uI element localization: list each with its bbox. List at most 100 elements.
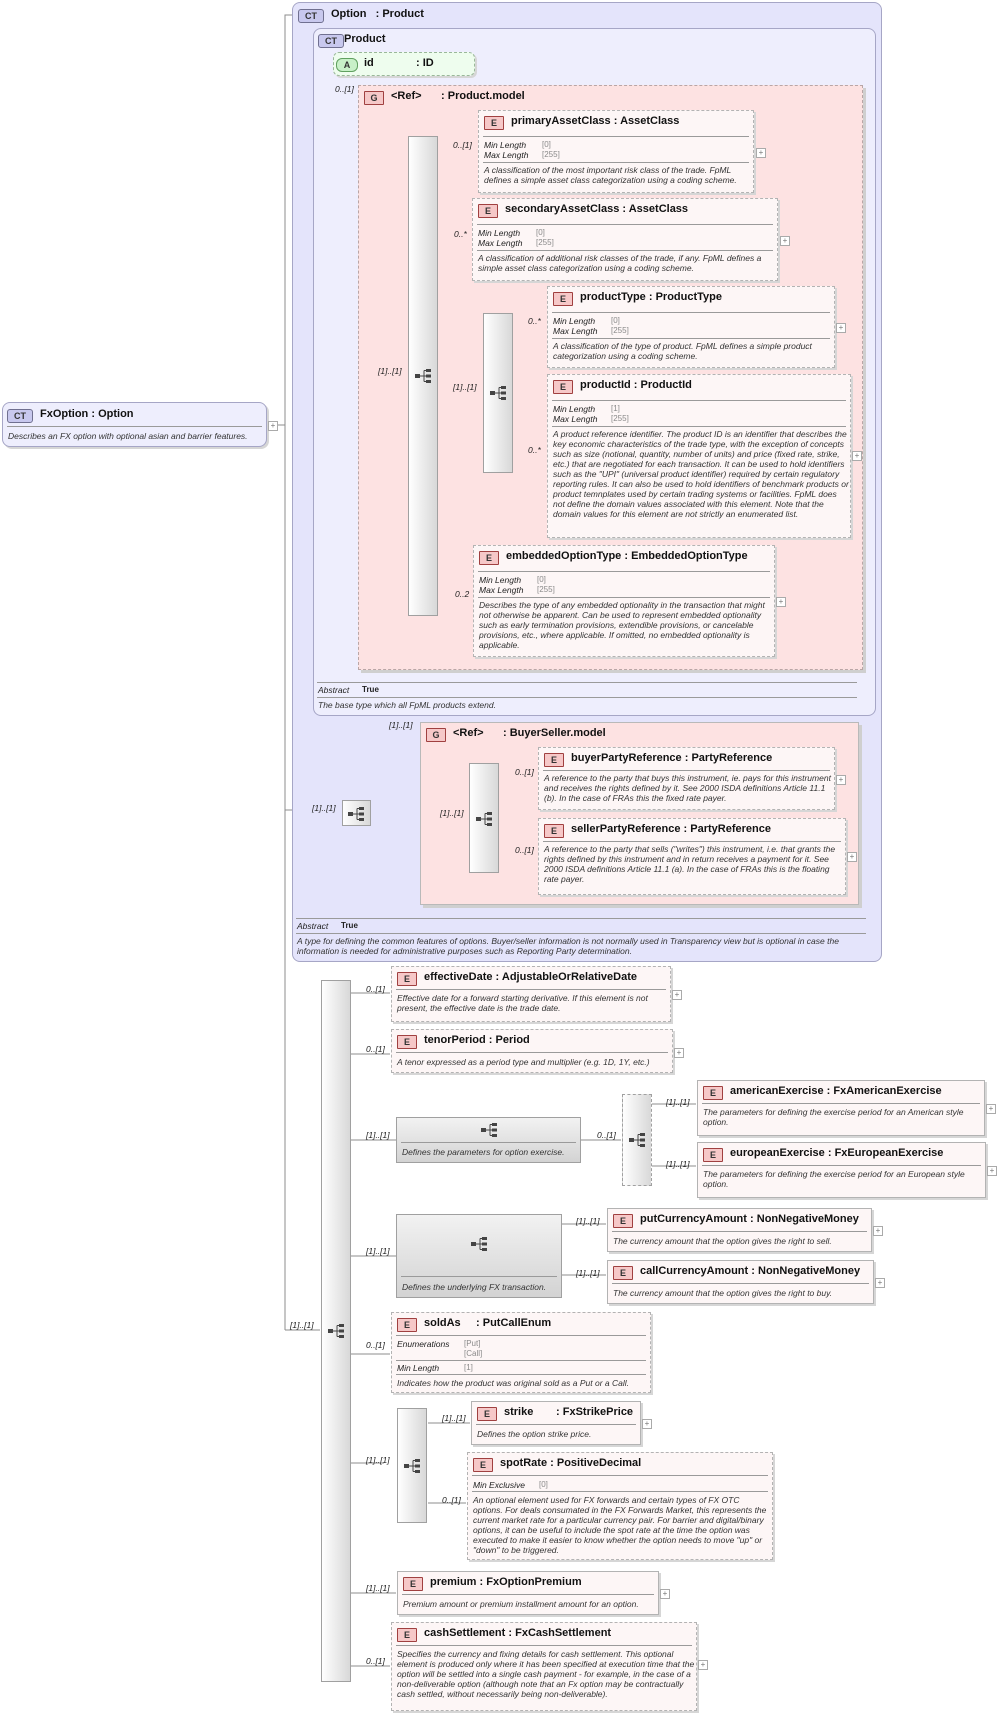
complex-type-badge-icon: CT [7,409,33,423]
max-length-value: [255] [537,585,555,594]
buyerseller-ref: <Ref> [453,727,484,739]
seller-party-cardinality: 0..[1] [515,845,534,855]
element-badge-icon: E [613,1214,633,1228]
product-model-seq-cardinality: [1]..[1] [378,366,402,376]
element-seller-party-reference[interactable]: E sellerPartyReference : PartyReference … [538,818,846,895]
element-strike[interactable]: E strike : FxStrikePrice Defines the opt… [471,1401,641,1445]
element-badge-icon: E [397,1318,417,1332]
expand-toggle[interactable]: + [836,775,846,785]
expand-toggle[interactable]: + [986,1104,996,1114]
element-doc: A reference to the party that sells ("wr… [544,844,836,884]
element-european-exercise[interactable]: E europeanExercise : FxEuropeanExercise … [697,1142,986,1198]
element-embedded-option-type[interactable]: E embeddedOptionType : EmbeddedOptionTyp… [473,545,775,657]
exercise-choice[interactable] [622,1094,652,1186]
max-length-value: [255] [611,414,629,423]
element-primary-asset-class[interactable]: E primaryAssetClass : AssetClass Min Len… [478,110,754,193]
element-doc: Defines the option strike price. [477,1429,592,1439]
expand-toggle[interactable]: + [672,990,682,1000]
expand-toggle[interactable]: + [873,1226,883,1236]
element-doc: A classification of the most important r… [484,165,737,185]
min-length-label: Min Length [479,575,522,585]
element-doc: The currency amount that the option give… [613,1288,833,1298]
product-type-id-sequence[interactable] [483,313,513,473]
buyerseller-inner-sequence[interactable] [469,763,499,873]
root-name: FxOption : Option [40,408,134,420]
root-collapse-toggle[interactable]: + [268,421,278,431]
element-doc: Premium amount or premium installment am… [403,1599,639,1609]
element-product-id[interactable]: E productId : ProductId Min Length [1] M… [547,374,851,538]
exercise-group-cardinality: [1]..[1] [366,1130,390,1140]
element-badge-icon: E [553,380,573,394]
strike-seq-cardinality: [1]..[1] [366,1455,390,1465]
element-call-currency-amount[interactable]: E callCurrencyAmount : NonNegativeMoney … [607,1260,874,1304]
buyer-party-cardinality: 0..[1] [515,767,534,777]
underlying-group[interactable]: Defines the underlying FX transaction. [396,1214,562,1298]
element-name: callCurrencyAmount : NonNegativeMoney [640,1265,861,1277]
expand-toggle[interactable]: + [660,1589,670,1599]
option-abstract-label: Abstract [297,921,329,931]
complex-type-badge-icon: CT [298,9,324,23]
max-length-label: Max Length [479,585,524,595]
element-effective-date[interactable]: E effectiveDate : AdjustableOrRelativeDa… [391,966,671,1022]
element-doc: The parameters for defining the exercise… [703,1107,964,1127]
element-sold-as[interactable]: E soldAs : PutCallEnum Enumerations [Put… [391,1312,651,1393]
buyerseller-inner-cardinality: [1]..[1] [440,808,464,818]
exercise-group[interactable]: Defines the parameters for option exerci… [396,1117,581,1163]
option-title: Option : Product [331,8,424,20]
root-element-fxoption[interactable]: CT FxOption : Option Describes an FX opt… [2,402,267,447]
complex-type-badge-icon: CT [318,34,344,48]
element-spot-rate[interactable]: E spotRate : PositiveDecimal Min Exclusi… [467,1452,773,1560]
min-length-label: Min Length [553,316,596,326]
element-name: cashSettlement : FxCashSettlement [424,1627,612,1639]
expand-toggle[interactable]: + [698,1660,708,1670]
element-doc: An optional element used for FX forwards… [473,1495,767,1555]
product-model-sequence[interactable] [408,136,438,616]
expand-toggle[interactable]: + [836,323,846,333]
element-doc: A product reference identifier. The prod… [553,429,849,519]
element-secondary-asset-class[interactable]: E secondaryAssetClass : AssetClass Min L… [472,198,778,281]
expand-toggle[interactable]: + [674,1048,684,1058]
buyerseller-outer-sequence[interactable] [342,800,371,826]
expand-toggle[interactable]: + [642,1419,652,1429]
element-name: sellerPartyReference : PartyReference [571,823,771,835]
element-name: spotRate : PositiveDecimal [500,1457,642,1469]
effective-date-cardinality: 0..[1] [366,984,385,994]
element-badge-icon: E [397,1628,417,1642]
expand-toggle[interactable]: + [875,1278,885,1288]
expand-toggle[interactable]: + [852,451,862,461]
expand-toggle[interactable]: + [987,1166,997,1176]
min-length-label: Min Length [553,404,596,414]
european-exercise-cardinality: [1]..[1] [666,1159,690,1169]
tenor-period-cardinality: 0..[1] [366,1044,385,1054]
element-badge-icon: E [397,1035,417,1049]
element-badge-icon: E [613,1266,633,1280]
exercise-group-doc: Defines the parameters for option exerci… [402,1147,565,1157]
element-put-currency-amount[interactable]: E putCurrencyAmount : NonNegativeMoney T… [607,1208,872,1252]
product-abstract-value: True [362,685,379,694]
attribute-id-name: id [364,57,374,69]
element-buyer-party-reference[interactable]: E buyerPartyReference : PartyReference A… [538,747,835,810]
element-tenor-period[interactable]: E tenorPeriod : Period A tenor expressed… [391,1029,673,1073]
attribute-badge-icon: A [336,58,358,72]
element-name: strike [504,1406,534,1418]
min-length-value: [0] [542,140,551,149]
product-id-cardinality: 0..* [528,445,541,455]
element-american-exercise[interactable]: E americanExercise : FxAmericanExercise … [697,1080,985,1136]
main-sequence[interactable] [321,980,351,1682]
min-length-label: Min Length [397,1363,440,1373]
cash-settlement-cardinality: 0..[1] [366,1656,385,1666]
strike-cardinality: [1]..[1] [442,1413,466,1423]
element-name: secondaryAssetClass : AssetClass [505,203,689,215]
expand-toggle[interactable]: + [756,148,766,158]
element-premium[interactable]: E premium : FxOptionPremium Premium amou… [397,1571,659,1615]
expand-toggle[interactable]: + [780,236,790,246]
element-name: productId : ProductId [580,379,692,391]
expand-toggle[interactable]: + [776,597,786,607]
strike-spot-sequence[interactable] [397,1408,427,1523]
expand-toggle[interactable]: + [847,852,857,862]
element-product-type[interactable]: E productType : ProductType Min Length [… [547,286,835,368]
element-cash-settlement[interactable]: E cashSettlement : FxCashSettlement Spec… [391,1622,697,1711]
attribute-id[interactable]: A id : ID [333,52,475,76]
product-abstract-label: Abstract [318,685,350,695]
put-currency-cardinality: [1]..[1] [576,1216,600,1226]
